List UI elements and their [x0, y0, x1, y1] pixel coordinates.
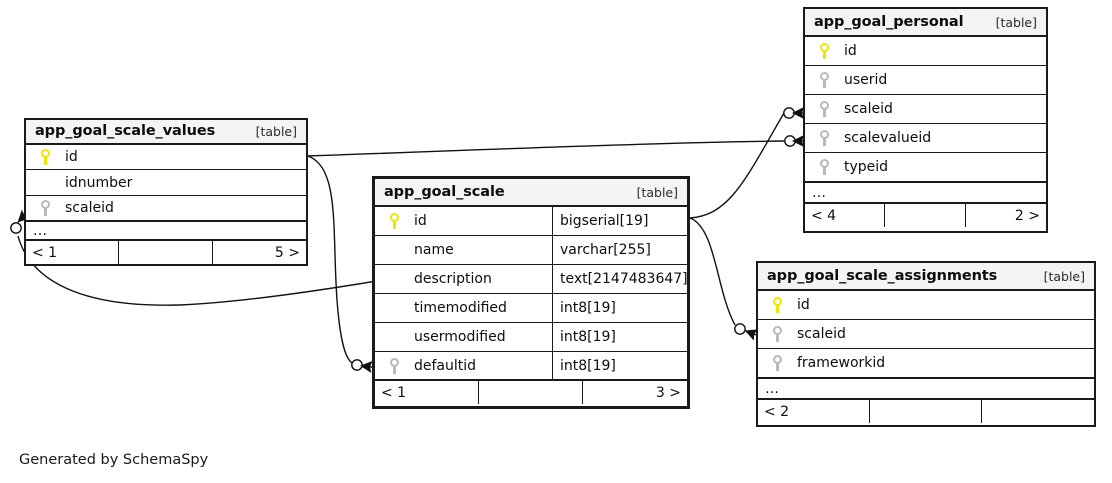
footer-incoming-count: < 2 — [758, 400, 870, 423]
column-row[interactable]: id — [805, 37, 1046, 66]
table-header: app_goal_personal [table] — [805, 9, 1046, 37]
table-app-goal-scale-values[interactable]: app_goal_scale_values [table] id idnumbe… — [24, 118, 308, 266]
column-row[interactable]: idnumber — [26, 170, 306, 196]
column-type: int8[19] — [552, 323, 616, 351]
footer-outgoing-count: 3 > — [655, 384, 681, 401]
column-name: id — [65, 149, 78, 166]
column-name: scalevalueid — [844, 130, 932, 146]
column-row[interactable]: id — [758, 291, 1094, 320]
footer-incoming-count: < 1 — [26, 241, 120, 265]
footer-middle — [479, 381, 583, 404]
footer-incoming-count: < 1 — [375, 381, 479, 404]
table-name: app_goal_scale_assignments — [767, 268, 998, 284]
column-name: description — [414, 271, 492, 287]
table-footer: < 4 2 > — [805, 204, 1046, 227]
column-row[interactable]: frameworkid — [758, 349, 1094, 378]
table-app-goal-scale[interactable]: app_goal_scale [table] id bigserial[19] … — [372, 176, 690, 409]
column-name: id — [844, 43, 857, 59]
table-type-tag: [table] — [995, 14, 1037, 30]
footer-middle — [870, 400, 982, 423]
column-type: int8[19] — [552, 294, 616, 322]
table-footer: < 2 — [758, 400, 1094, 423]
column-row[interactable]: scaleid — [26, 196, 306, 222]
edge-scalevalues-id-to-personal-scalevalueid — [307, 135, 804, 157]
column-name: id — [414, 213, 427, 229]
column-row[interactable]: id bigserial[19] — [375, 207, 687, 236]
footer-outgoing-count: 2 > — [1014, 207, 1040, 224]
column-row[interactable]: typeid — [805, 153, 1046, 182]
table-header: app_goal_scale_values [table] — [26, 120, 306, 145]
foreign-key-icon — [812, 72, 836, 88]
table-type-tag: [table] — [636, 184, 678, 200]
column-name: id — [797, 297, 810, 313]
column-name: scaleid — [797, 326, 846, 342]
column-row[interactable]: scalevalueid — [805, 124, 1046, 153]
foreign-key-icon — [33, 200, 57, 217]
column-name: typeid — [844, 159, 889, 175]
foreign-key-icon — [382, 357, 406, 374]
foreign-key-icon — [765, 326, 789, 342]
footer-middle — [119, 241, 213, 265]
column-name: usermodified — [414, 329, 506, 345]
column-type: text[2147483647] — [552, 265, 688, 293]
table-footer: < 1 5 > — [26, 241, 306, 265]
table-app-goal-personal[interactable]: app_goal_personal [table] id userid scal… — [803, 7, 1048, 233]
foreign-key-icon — [812, 101, 836, 117]
table-type-tag: [table] — [255, 123, 297, 139]
column-name: defaultid — [414, 357, 477, 374]
table-footer: < 1 3 > — [375, 381, 687, 404]
column-name: scaleid — [65, 200, 114, 217]
table-app-goal-scale-assignments[interactable]: app_goal_scale_assignments [table] id sc… — [756, 261, 1096, 427]
column-row[interactable]: id — [26, 145, 306, 171]
column-type: int8[19] — [552, 352, 616, 379]
edge-scale-id-to-assignments-scaleid — [689, 217, 759, 341]
table-header: app_goal_scale [table] — [375, 179, 687, 207]
more-columns-indicator: … — [758, 378, 1094, 400]
edge-scalevalues-id-to-scale-defaultid — [307, 155, 373, 373]
column-row[interactable]: defaultid int8[19] — [375, 352, 687, 381]
table-type-tag: [table] — [1043, 268, 1085, 284]
column-type: varchar[255] — [552, 236, 651, 264]
primary-key-icon — [812, 43, 836, 59]
primary-key-icon — [765, 297, 789, 313]
table-name: app_goal_scale_values — [35, 123, 216, 140]
table-header: app_goal_scale_assignments [table] — [758, 263, 1094, 291]
edge-scale-id-to-personal-scaleid — [689, 107, 804, 219]
column-name: timemodified — [414, 300, 507, 316]
primary-key-icon — [382, 213, 406, 229]
column-name: userid — [844, 72, 888, 88]
column-name: frameworkid — [797, 355, 886, 371]
foreign-key-icon — [765, 355, 789, 371]
column-name: idnumber — [65, 174, 133, 191]
footer-incoming-count: < 4 — [805, 204, 886, 227]
column-type: bigserial[19] — [552, 207, 648, 235]
footer-outgoing-count — [982, 400, 1094, 423]
more-columns-indicator: … — [805, 182, 1046, 204]
column-row[interactable]: timemodified int8[19] — [375, 294, 687, 323]
column-name: scaleid — [844, 101, 893, 117]
column-row[interactable]: scaleid — [805, 95, 1046, 124]
column-row[interactable]: name varchar[255] — [375, 236, 687, 265]
column-name: name — [414, 242, 454, 258]
primary-key-icon — [33, 149, 57, 166]
table-name: app_goal_scale — [384, 184, 505, 200]
column-row[interactable]: scaleid — [758, 320, 1094, 349]
generated-by-credit: Generated by SchemaSpy — [19, 452, 209, 468]
more-columns-indicator: … — [26, 221, 306, 242]
foreign-key-icon — [812, 159, 836, 175]
footer-outgoing-count: 5 > — [274, 244, 300, 261]
foreign-key-icon — [812, 130, 836, 146]
table-name: app_goal_personal — [814, 14, 964, 30]
footer-middle — [885, 204, 966, 227]
column-row[interactable]: description text[2147483647] — [375, 265, 688, 294]
column-row[interactable]: userid — [805, 66, 1046, 95]
column-row[interactable]: usermodified int8[19] — [375, 323, 687, 352]
